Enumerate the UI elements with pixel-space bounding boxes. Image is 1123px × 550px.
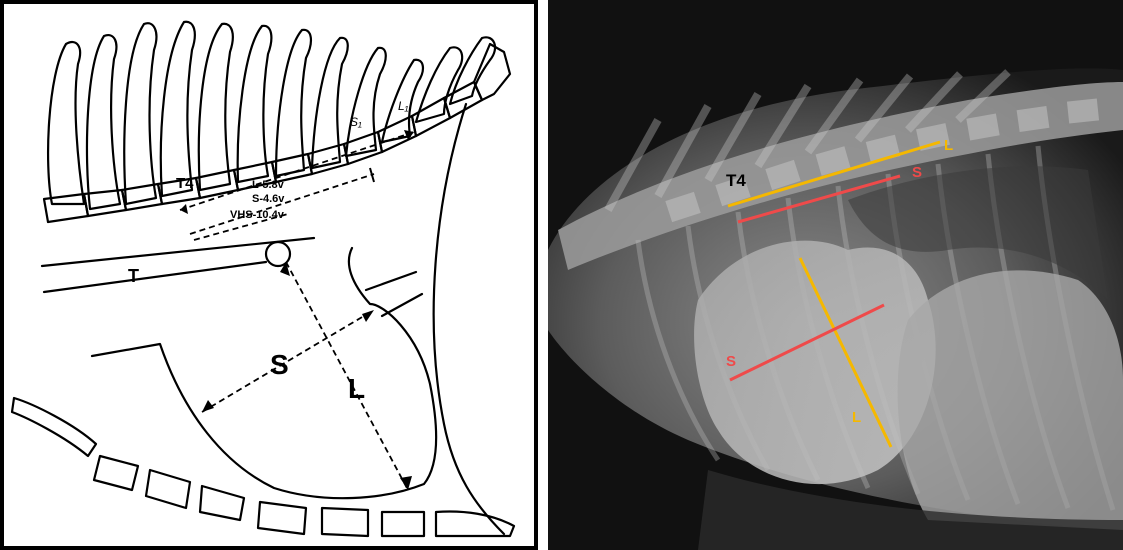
diaphragm-shadow <box>898 270 1123 530</box>
vertebral-l-label: L <box>944 137 953 154</box>
t4-marker-label: T4 <box>726 171 746 190</box>
vertebral-s-label: S <box>912 164 922 181</box>
long-axis-arrow-top <box>280 262 290 276</box>
l-measure-label: L-5.8v <box>252 179 285 191</box>
l1-label: L₁ <box>398 99 409 113</box>
short-axis-arrow-right <box>362 310 374 322</box>
trachea-ventral-wall <box>44 262 266 292</box>
vhs-schematic-panel: T4 S₁ L₁ L-5.8v S-4.6v VHS-10.4v T S L <box>0 0 538 550</box>
long-axis-line <box>286 262 408 490</box>
heart-s-label: S <box>726 353 736 370</box>
heart-l-label: L <box>852 409 861 426</box>
vessel-line-1 <box>366 272 416 290</box>
short-axis-arrow-left <box>202 400 214 412</box>
t4-label: T4 <box>176 175 194 192</box>
sternebrae <box>12 398 514 536</box>
trachea-label: T <box>128 266 139 286</box>
vhs-measure-label: VHS-10.4v <box>230 209 285 221</box>
radiograph-svg: T4 L S S L <box>548 0 1123 550</box>
diaphragm-line <box>434 104 504 534</box>
short-axis-label: S <box>270 349 289 380</box>
heart-silhouette <box>92 248 436 498</box>
s-measure-label: S-4.6v <box>252 193 285 205</box>
long-axis-label: L <box>348 373 365 404</box>
thoracic-radiograph-panel: T4 L S S L <box>548 0 1123 550</box>
l-line-arrow-left <box>180 204 188 214</box>
vhs-schematic-svg: T4 S₁ L₁ L-5.8v S-4.6v VHS-10.4v T S L <box>4 4 534 546</box>
s1-label: S₁ <box>350 115 362 129</box>
